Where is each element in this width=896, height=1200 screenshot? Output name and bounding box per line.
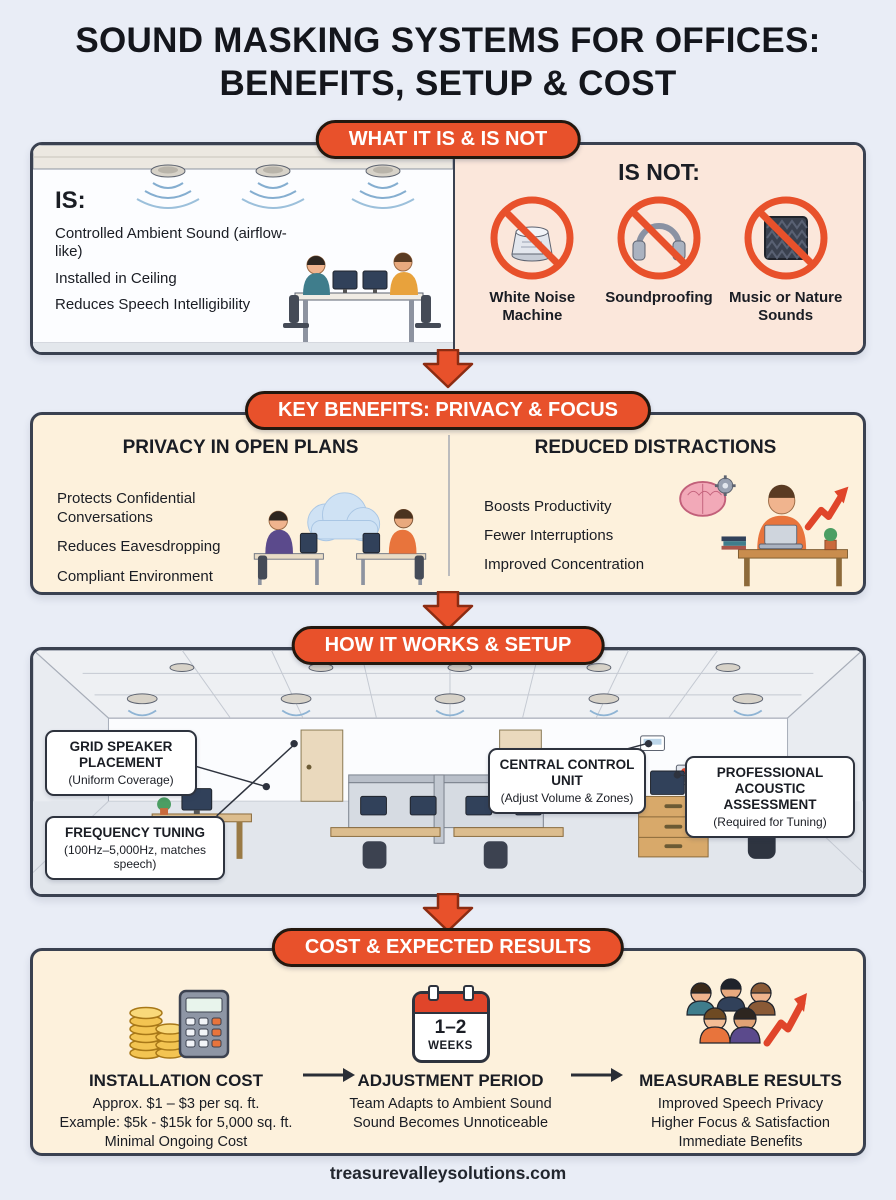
is-column: IS: Controlled Ambient Sound (airflow-li…	[33, 145, 453, 352]
how-it-works-panel: GRID SPEAKER PLACEMENT (Uniform Coverage…	[30, 647, 866, 897]
acoustic-foam-prohibited-icon	[744, 196, 828, 280]
is-not-items: White Noise Machine Soundproofing	[455, 190, 863, 325]
callout-subtitle: (Uniform Coverage)	[68, 772, 174, 787]
step-line: Sound Becomes Unnoticeable	[352, 1115, 549, 1132]
people-growth-icon	[685, 978, 807, 1047]
step-line: Higher Focus & Satisfaction	[651, 1115, 830, 1132]
callout-acoustic-assessment: PROFESSIONAL ACOUSTIC ASSESSMENT (Requir…	[685, 756, 855, 838]
privacy-list: Protects Confidential Conversations Redu…	[57, 489, 247, 596]
is-not-label: Soundproofing	[605, 289, 713, 306]
step-heading: ADJUSTMENT PERIOD	[357, 1071, 544, 1090]
calendar-ring	[462, 985, 474, 1001]
list-item: Boosts Productivity	[484, 498, 612, 515]
step-line: Approx. $1 – $3 per sq. ft.	[92, 1096, 260, 1112]
headphones-prohibited-icon	[617, 196, 701, 280]
right-arrow-icon	[569, 1065, 625, 1090]
calendar-weeks-label: WEEKS	[428, 1039, 473, 1052]
step-line: Example: $5k - $15k for 5,000 sq. ft.	[59, 1115, 293, 1132]
key-benefits-panel: PRIVACY IN OPEN PLANS Protects Confident…	[30, 412, 866, 595]
banner-how-it-works: HOW IT WORKS & SETUP	[291, 626, 605, 665]
step-icon-area	[51, 963, 301, 1065]
callout-subtitle: (100Hz–5,000Hz, matches speech)	[63, 842, 207, 872]
column-divider	[448, 435, 450, 576]
step-heading: INSTALLATION COST	[88, 1071, 264, 1090]
cost-results-panel: INSTALLATION COST Approx. $1 – $3 per sq…	[30, 948, 866, 1156]
is-not-label: Music or Nature Sounds	[728, 289, 843, 324]
focus-productivity-illustration	[679, 475, 849, 587]
callout-title: FREQUENCY TUNING	[64, 825, 205, 840]
callout-title: GRID SPEAKER PLACEMENT	[69, 739, 173, 770]
list-item: Protects Confidential Conversations	[57, 490, 196, 527]
calendar-weeks-number: 1–2	[434, 1017, 467, 1038]
calendar-header	[414, 994, 487, 1014]
step-line: Improved Speech Privacy	[657, 1096, 824, 1112]
callout-subtitle: (Adjust Volume & Zones)	[500, 790, 634, 805]
down-arrow-icon	[422, 892, 474, 938]
privacy-conversation-illustration	[253, 492, 427, 585]
privacy-heading: PRIVACY IN OPEN PLANS	[122, 437, 359, 458]
banner-key-benefits: KEY BENEFITS: PRIVACY & FOCUS	[244, 391, 652, 430]
list-item: Compliant Environment	[57, 567, 213, 585]
step-line: Team Adapts to Ambient Sound	[349, 1096, 552, 1112]
list-item: Fewer Interruptions	[484, 527, 614, 545]
right-arrow-icon	[301, 1065, 357, 1090]
is-not-label: White Noise Machine	[489, 289, 576, 324]
list-item: Reduces Speech Intelligibility	[55, 295, 251, 313]
page-title-line1: SOUND MASKING SYSTEMS FOR OFFICES:	[75, 21, 821, 60]
is-not-item: White Noise Machine	[471, 192, 593, 325]
step-icon-area	[633, 963, 848, 1065]
is-not-column: IS NOT: White Noise Machine	[453, 145, 863, 352]
calendar-icon: 1–2 WEEKS	[411, 985, 490, 1063]
is-heading: IS:	[55, 187, 86, 214]
step-lines: Team Adapts to Ambient Sound Sound Becom…	[338, 1095, 563, 1133]
callout-subtitle: (Required for Tuning)	[713, 814, 827, 829]
is-not-item: Music or Nature Sounds	[725, 192, 847, 325]
distractions-column: REDUCED DISTRACTIONS Boosts Productivity…	[448, 415, 863, 592]
banner-what-it-is: WHAT IT IS & IS NOT	[315, 120, 581, 159]
page-title-line2: BENEFITS, SETUP & COST	[219, 63, 677, 103]
step-adjustment-period: 1–2 WEEKS ADJUSTMENT PERIOD Team Adapts …	[338, 963, 563, 1133]
privacy-column: PRIVACY IN OPEN PLANS Protects Confident…	[33, 415, 448, 592]
banner-cost-results: COST & EXPECTED RESULTS	[271, 928, 625, 967]
list-item: Controlled Ambient Sound (airflow-like)	[55, 225, 287, 261]
callout-central-control-unit: CENTRAL CONTROL UNIT (Adjust Volume & Zo…	[488, 748, 646, 814]
white-noise-machine-prohibited-icon	[490, 196, 574, 280]
page-title: SOUND MASKING SYSTEMS FOR OFFICES: BENEF…	[0, 20, 896, 105]
coins-calculator-icon	[129, 989, 230, 1060]
step-heading: MEASURABLE RESULTS	[639, 1071, 842, 1090]
website-footer: treasurevalleysolutions.com	[329, 1163, 567, 1183]
list-item: Installed in Ceiling	[55, 269, 177, 287]
is-not-item: Soundproofing	[598, 192, 720, 325]
is-not-heading: IS NOT:	[618, 159, 700, 185]
callout-frequency-tuning: FREQUENCY TUNING (100Hz–5,000Hz, matches…	[45, 816, 225, 881]
calendar-ring	[427, 985, 439, 1001]
step-icon-area: 1–2 WEEKS	[338, 963, 563, 1065]
step-line: Immediate Benefits	[678, 1134, 803, 1151]
distractions-heading: REDUCED DISTRACTIONS	[534, 437, 777, 458]
what-it-is-panel: IS: Controlled Ambient Sound (airflow-li…	[30, 142, 866, 355]
step-line: Minimal Ongoing Cost	[104, 1134, 248, 1151]
list-item: Improved Concentration	[484, 556, 645, 574]
step-measurable-results: MEASURABLE RESULTS Improved Speech Priva…	[633, 963, 848, 1152]
distractions-list: Boosts Productivity Fewer Interruptions …	[484, 497, 696, 585]
list-item: Reduces Eavesdropping	[57, 538, 221, 556]
step-installation-cost: INSTALLATION COST Approx. $1 – $3 per sq…	[51, 963, 301, 1152]
callout-grid-speaker-placement: GRID SPEAKER PLACEMENT (Uniform Coverage…	[45, 730, 197, 796]
down-arrow-icon	[422, 590, 474, 636]
step-lines: Approx. $1 – $3 per sq. ft. Example: $5k…	[51, 1095, 301, 1152]
callout-title: CENTRAL CONTROL UNIT	[499, 757, 635, 788]
is-list: Controlled Ambient Sound (airflow-like) …	[55, 225, 293, 322]
step-lines: Improved Speech Privacy Higher Focus & S…	[633, 1095, 848, 1152]
callout-title: PROFESSIONAL ACOUSTIC ASSESSMENT	[716, 765, 824, 812]
down-arrow-icon	[422, 348, 474, 394]
